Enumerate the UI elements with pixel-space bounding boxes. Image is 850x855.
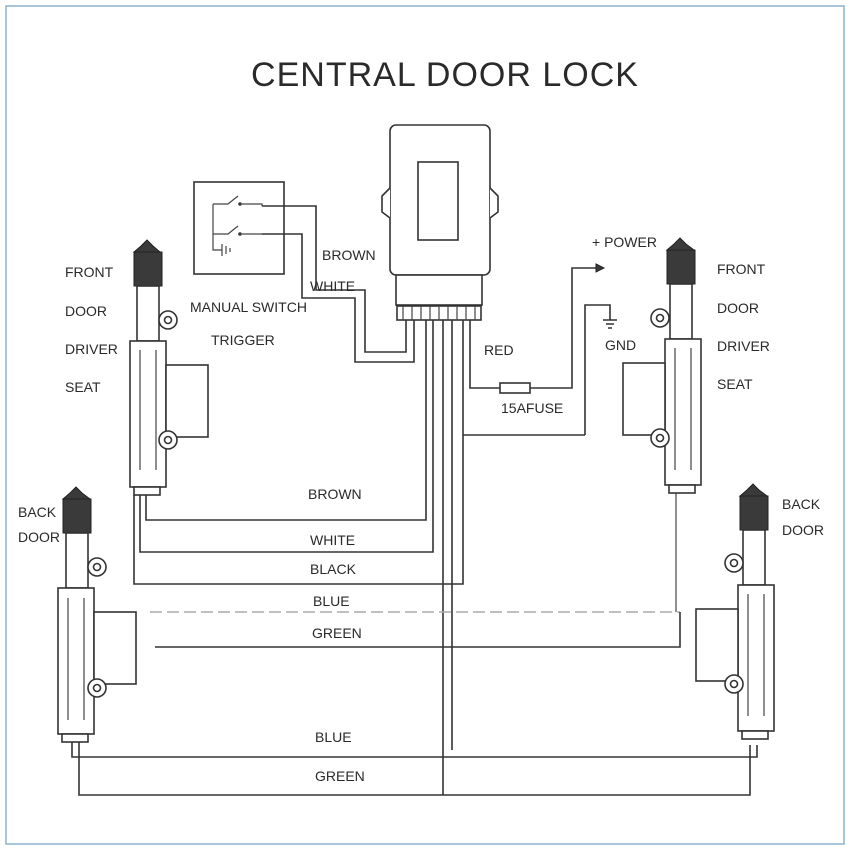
white-label: WHITE bbox=[310, 532, 355, 548]
back-right-label-2: DOOR bbox=[782, 522, 824, 538]
blue-label: BLUE bbox=[313, 593, 350, 609]
black-label: BLACK bbox=[310, 561, 357, 577]
front-left-label-2: DOOR bbox=[65, 303, 107, 319]
white-wire bbox=[139, 320, 434, 553]
front-left-actuator bbox=[129, 239, 209, 496]
switch-white-wire bbox=[262, 233, 415, 363]
switch-brown-label: BROWN bbox=[322, 247, 376, 263]
brown-wire bbox=[145, 320, 427, 521]
front-right-label-1: FRONT bbox=[717, 261, 766, 277]
gnd-label: GND bbox=[605, 337, 636, 353]
diagram-title: CENTRAL DOOR LOCK bbox=[251, 56, 639, 94]
manual-switch-label: MANUAL SWITCH bbox=[190, 299, 307, 315]
back-right-label-1: BACK bbox=[782, 496, 821, 512]
front-left-label-3: DRIVER bbox=[65, 341, 118, 357]
control-module bbox=[381, 124, 499, 321]
black-wire bbox=[133, 320, 464, 585]
bottom-blue-label: BLUE bbox=[315, 729, 352, 745]
diagram-border bbox=[5, 5, 845, 845]
green-label: GREEN bbox=[312, 625, 362, 641]
gnd-symbol bbox=[603, 319, 617, 329]
back-left-actuator bbox=[57, 486, 137, 743]
power-wire bbox=[530, 267, 596, 389]
red-wire bbox=[469, 320, 500, 389]
back-left-label-1: BACK bbox=[18, 504, 57, 520]
front-right-label-4: SEAT bbox=[717, 376, 753, 392]
gnd-wire bbox=[584, 304, 611, 435]
front-left-label-1: FRONT bbox=[65, 264, 114, 280]
manual-switch bbox=[193, 181, 285, 275]
power-arrow bbox=[595, 263, 606, 273]
switch-white-label: WHITE bbox=[310, 278, 355, 294]
front-left-label-4: SEAT bbox=[65, 379, 101, 395]
fuse-label: 15AFUSE bbox=[501, 400, 563, 416]
bottom-green-wire bbox=[78, 740, 751, 796]
back-left-label-2: DOOR bbox=[18, 529, 60, 545]
power-label: + POWER bbox=[592, 234, 657, 250]
bottom-green-label: GREEN bbox=[315, 768, 365, 784]
red-label: RED bbox=[484, 342, 514, 358]
bottom-blue-wire bbox=[71, 740, 758, 758]
front-right-label-3: DRIVER bbox=[717, 338, 770, 354]
fuse bbox=[499, 382, 531, 394]
switch-brown-wire bbox=[262, 205, 407, 353]
trigger-label: TRIGGER bbox=[211, 332, 275, 348]
front-right-label-2: DOOR bbox=[717, 300, 759, 316]
back-right-actuator bbox=[695, 483, 775, 740]
front-right-actuator bbox=[622, 237, 702, 494]
green-wire bbox=[155, 612, 681, 648]
brown-label: BROWN bbox=[308, 486, 362, 502]
